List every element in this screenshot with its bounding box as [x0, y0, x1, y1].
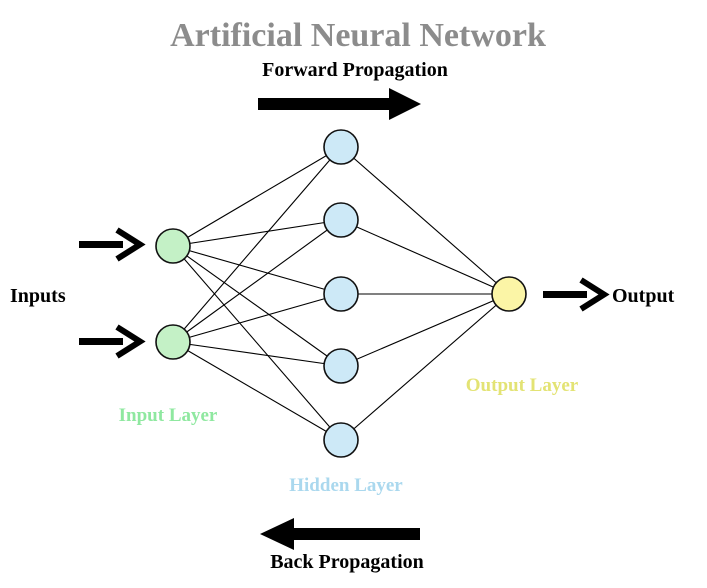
edge-input-1-hidden-4 [172, 245, 342, 367]
hidden-node-1 [323, 129, 359, 165]
forward-arrow [258, 88, 421, 120]
hidden-node-5 [323, 422, 359, 458]
forward-propagation-label: Forward Propagation [262, 59, 448, 81]
output-label: Output [612, 285, 675, 307]
nodes [155, 129, 527, 458]
connections [172, 146, 510, 441]
edge-input-2-hidden-4 [172, 341, 342, 367]
edge-hidden-1-output-1 [340, 146, 510, 295]
hidden-node-2 [323, 202, 359, 238]
output-node-1 [491, 276, 527, 312]
hidden-node-3 [323, 276, 359, 312]
edge-hidden-5-output-1 [340, 293, 510, 441]
input-layer-label: Input Layer [119, 405, 218, 426]
back-arrow [260, 518, 420, 550]
edge-input-2-hidden-3 [172, 293, 342, 343]
edge-hidden-2-output-1 [340, 219, 510, 295]
edge-input-1-hidden-5 [172, 245, 342, 441]
hidden-layer-label: Hidden Layer [289, 475, 403, 496]
back-propagation-label: Back Propagation [270, 551, 424, 573]
edge-hidden-4-output-1 [340, 293, 510, 367]
input-arrow-2 [79, 324, 146, 359]
edge-input-2-hidden-2 [172, 219, 342, 343]
inputs-label: Inputs [10, 285, 66, 307]
input-node-1 [155, 228, 191, 264]
input-arrow-1 [79, 227, 146, 262]
edge-input-2-hidden-1 [172, 146, 342, 343]
input-node-2 [155, 324, 191, 360]
hidden-node-4 [323, 348, 359, 384]
edge-input-1-hidden-1 [172, 146, 342, 247]
edge-input-1-hidden-2 [172, 219, 342, 247]
diagram-title: Artificial Neural Network [170, 17, 546, 54]
output-arrow [543, 277, 610, 312]
edge-input-2-hidden-5 [172, 341, 342, 441]
output-layer-label: Output Layer [466, 375, 579, 396]
edge-input-1-hidden-3 [172, 245, 342, 295]
